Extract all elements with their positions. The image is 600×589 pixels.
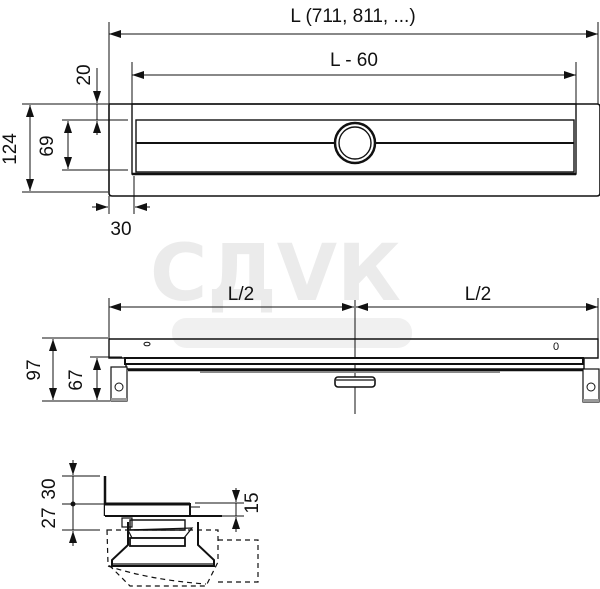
section-view <box>62 460 259 587</box>
section-view-labels: 30 27 15 <box>39 478 263 528</box>
end-offset-label: 30 <box>110 219 131 240</box>
upper-height-label: 30 <box>39 478 60 499</box>
top-offset-label: 20 <box>74 64 95 85</box>
side-view-labels: L/2 L/2 97 67 0 <box>24 284 559 391</box>
flange-height-label: 15 <box>242 492 263 513</box>
channel-section <box>105 503 191 517</box>
right-half-label: L/2 <box>465 284 491 305</box>
watermark-text: СДVК <box>150 229 401 319</box>
outlet-stub <box>334 376 376 388</box>
right-foot <box>582 368 600 403</box>
side-view <box>42 298 600 414</box>
channel-outline <box>108 103 600 197</box>
grate-outline <box>135 119 575 173</box>
top-view <box>22 22 600 214</box>
inner-length-label: L - 60 <box>330 50 378 71</box>
overall-height-label: 97 <box>24 359 45 380</box>
inner-width-label: 69 <box>37 135 58 156</box>
overall-length-label: L (711, 811, ...) <box>290 6 415 27</box>
right-mark: 0 <box>553 341 559 353</box>
left-foot <box>110 366 128 402</box>
overall-width-label: 124 <box>0 133 21 165</box>
watermark-banner <box>172 318 412 348</box>
trap-body <box>111 522 215 567</box>
top-view-labels: L (711, 811, ...) L - 60 20 124 69 30 <box>0 6 416 240</box>
foot-height-label: 67 <box>66 369 87 390</box>
installation-outline <box>106 529 219 587</box>
lower-height-label: 27 <box>39 507 60 528</box>
left-half-label: L/2 <box>228 284 254 305</box>
watermark: СДVК <box>150 229 412 348</box>
